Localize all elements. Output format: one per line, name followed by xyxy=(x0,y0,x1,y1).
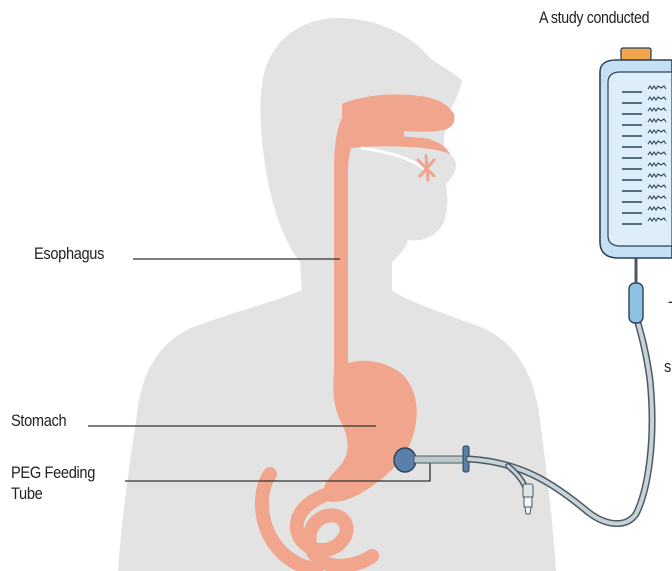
clipped-text-fragment-2: s xyxy=(664,357,671,376)
esophagus-label: Esophagus xyxy=(34,244,104,263)
peg-feeding-tube-label-line1: PEG Feeding xyxy=(11,463,95,482)
feeding-bag-icon xyxy=(600,48,672,258)
stomach-label: Stomach xyxy=(11,411,66,430)
peg-shaft xyxy=(414,456,466,463)
drip-chamber xyxy=(629,283,643,323)
top-caption-fragment: A study conducted xyxy=(539,9,649,28)
peg-feeding-tube-label-line2: Tube xyxy=(11,484,42,503)
peg-internal-disc xyxy=(394,448,416,472)
clipped-text-fragment-1: - xyxy=(668,292,672,311)
